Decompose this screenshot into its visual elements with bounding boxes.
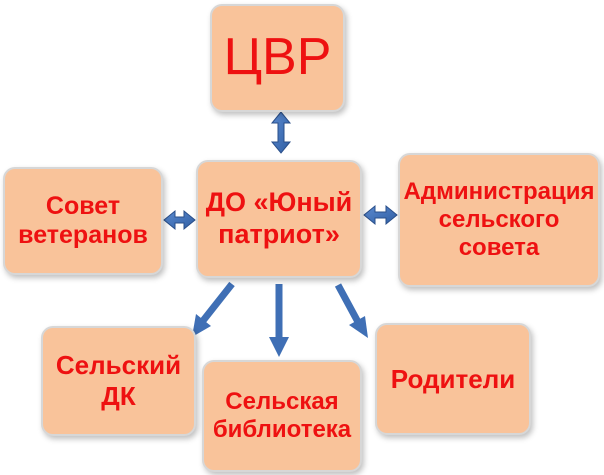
node-admin-line-3: совета [458, 234, 540, 262]
arrow-center-sovet [163, 209, 196, 231]
node-roditeli: Родители [375, 323, 531, 435]
node-rod-label: Родители [390, 363, 516, 394]
arrow-center-bibl [269, 284, 289, 357]
node-selskaya-biblioteka: Сельская библиотека [202, 360, 362, 472]
node-admin-line-2: сельского [438, 205, 560, 233]
node-center-line-1: ДО «Юный [205, 187, 353, 218]
node-cvr: ЦВР [210, 4, 345, 112]
node-bibl-line-1: Сельская [225, 387, 339, 415]
node-sovet-line-1: Совет [45, 191, 121, 220]
arrow-center-dk [192, 281, 235, 337]
node-sovet-veteranov: Совет ветеранов [3, 167, 163, 275]
node-selsky-dk: Сельский ДК [41, 326, 196, 436]
arrow-center-cvr [270, 111, 292, 154]
node-dk-line-1: Сельский [55, 350, 182, 381]
arrow-center-rod [334, 283, 368, 338]
node-center-line-2: патриот» [218, 219, 340, 249]
node-bibl-line-2: библиотека [212, 416, 352, 443]
node-yuny-patriot: ДО «Юный патриот» [196, 160, 362, 278]
arrow-center-admin [363, 204, 398, 226]
node-cvr-label: ЦВР [223, 28, 332, 87]
node-dk-line-2: ДК [101, 381, 136, 411]
node-administratsiya: Администрация сельского совета [398, 153, 600, 287]
node-admin-line-1: Администрация [403, 177, 595, 205]
node-sovet-line-2: ветеранов [18, 221, 148, 249]
